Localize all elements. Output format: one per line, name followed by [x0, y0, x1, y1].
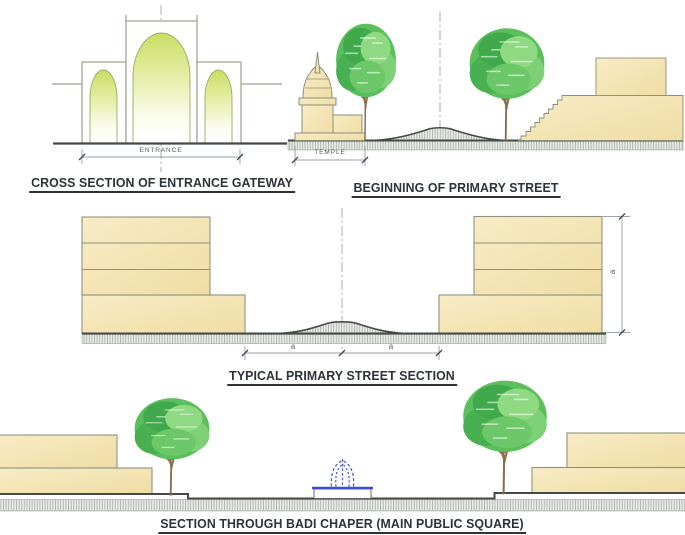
entrance-label: ENTRANCE [139, 146, 183, 154]
tree-right [468, 27, 546, 142]
height-dimension [603, 213, 630, 336]
road-crown [372, 127, 506, 141]
entrance-dimension [78, 149, 244, 164]
right-stepped-building [438, 215, 603, 335]
width-dimension [241, 346, 443, 360]
fountain [312, 459, 373, 499]
temple-dimension [291, 146, 369, 166]
badi-chaper-title: SECTION THROUGH BADI CHAPER (MAIN PUBLIC… [158, 517, 526, 534]
badi-chaper-section [0, 379, 685, 512]
temple-drawing [294, 51, 366, 141]
street-hatch-strip [287, 140, 684, 151]
fountain-jets [330, 459, 355, 488]
square-hatch-strip [0, 499, 685, 512]
typical-street-section [81, 208, 630, 360]
stepped-ghat [518, 57, 684, 141]
street-beginning-section [287, 12, 684, 166]
dim-a-right: a [388, 342, 394, 351]
building-on-steps [595, 57, 667, 96]
gateway-section [52, 5, 287, 172]
gateway-arches [89, 32, 233, 144]
typical-hatch-strip [81, 334, 607, 344]
left-stepped-building [81, 216, 246, 335]
right-square-building [531, 432, 685, 494]
temple-label: TEMPLE [314, 148, 346, 156]
left-square-building [0, 434, 153, 495]
street-beginning-title: BEGINNING OF PRIMARY STREET [351, 181, 561, 198]
dim-a-left: a [290, 342, 296, 351]
dim-a-height: a [608, 269, 617, 275]
gateway-title: CROSS SECTION OF ENTRANCE GATEWAY [29, 176, 295, 193]
typical-road-crown [278, 321, 406, 334]
typical-street-title: TYPICAL PRIMARY STREET SECTION [227, 369, 457, 386]
